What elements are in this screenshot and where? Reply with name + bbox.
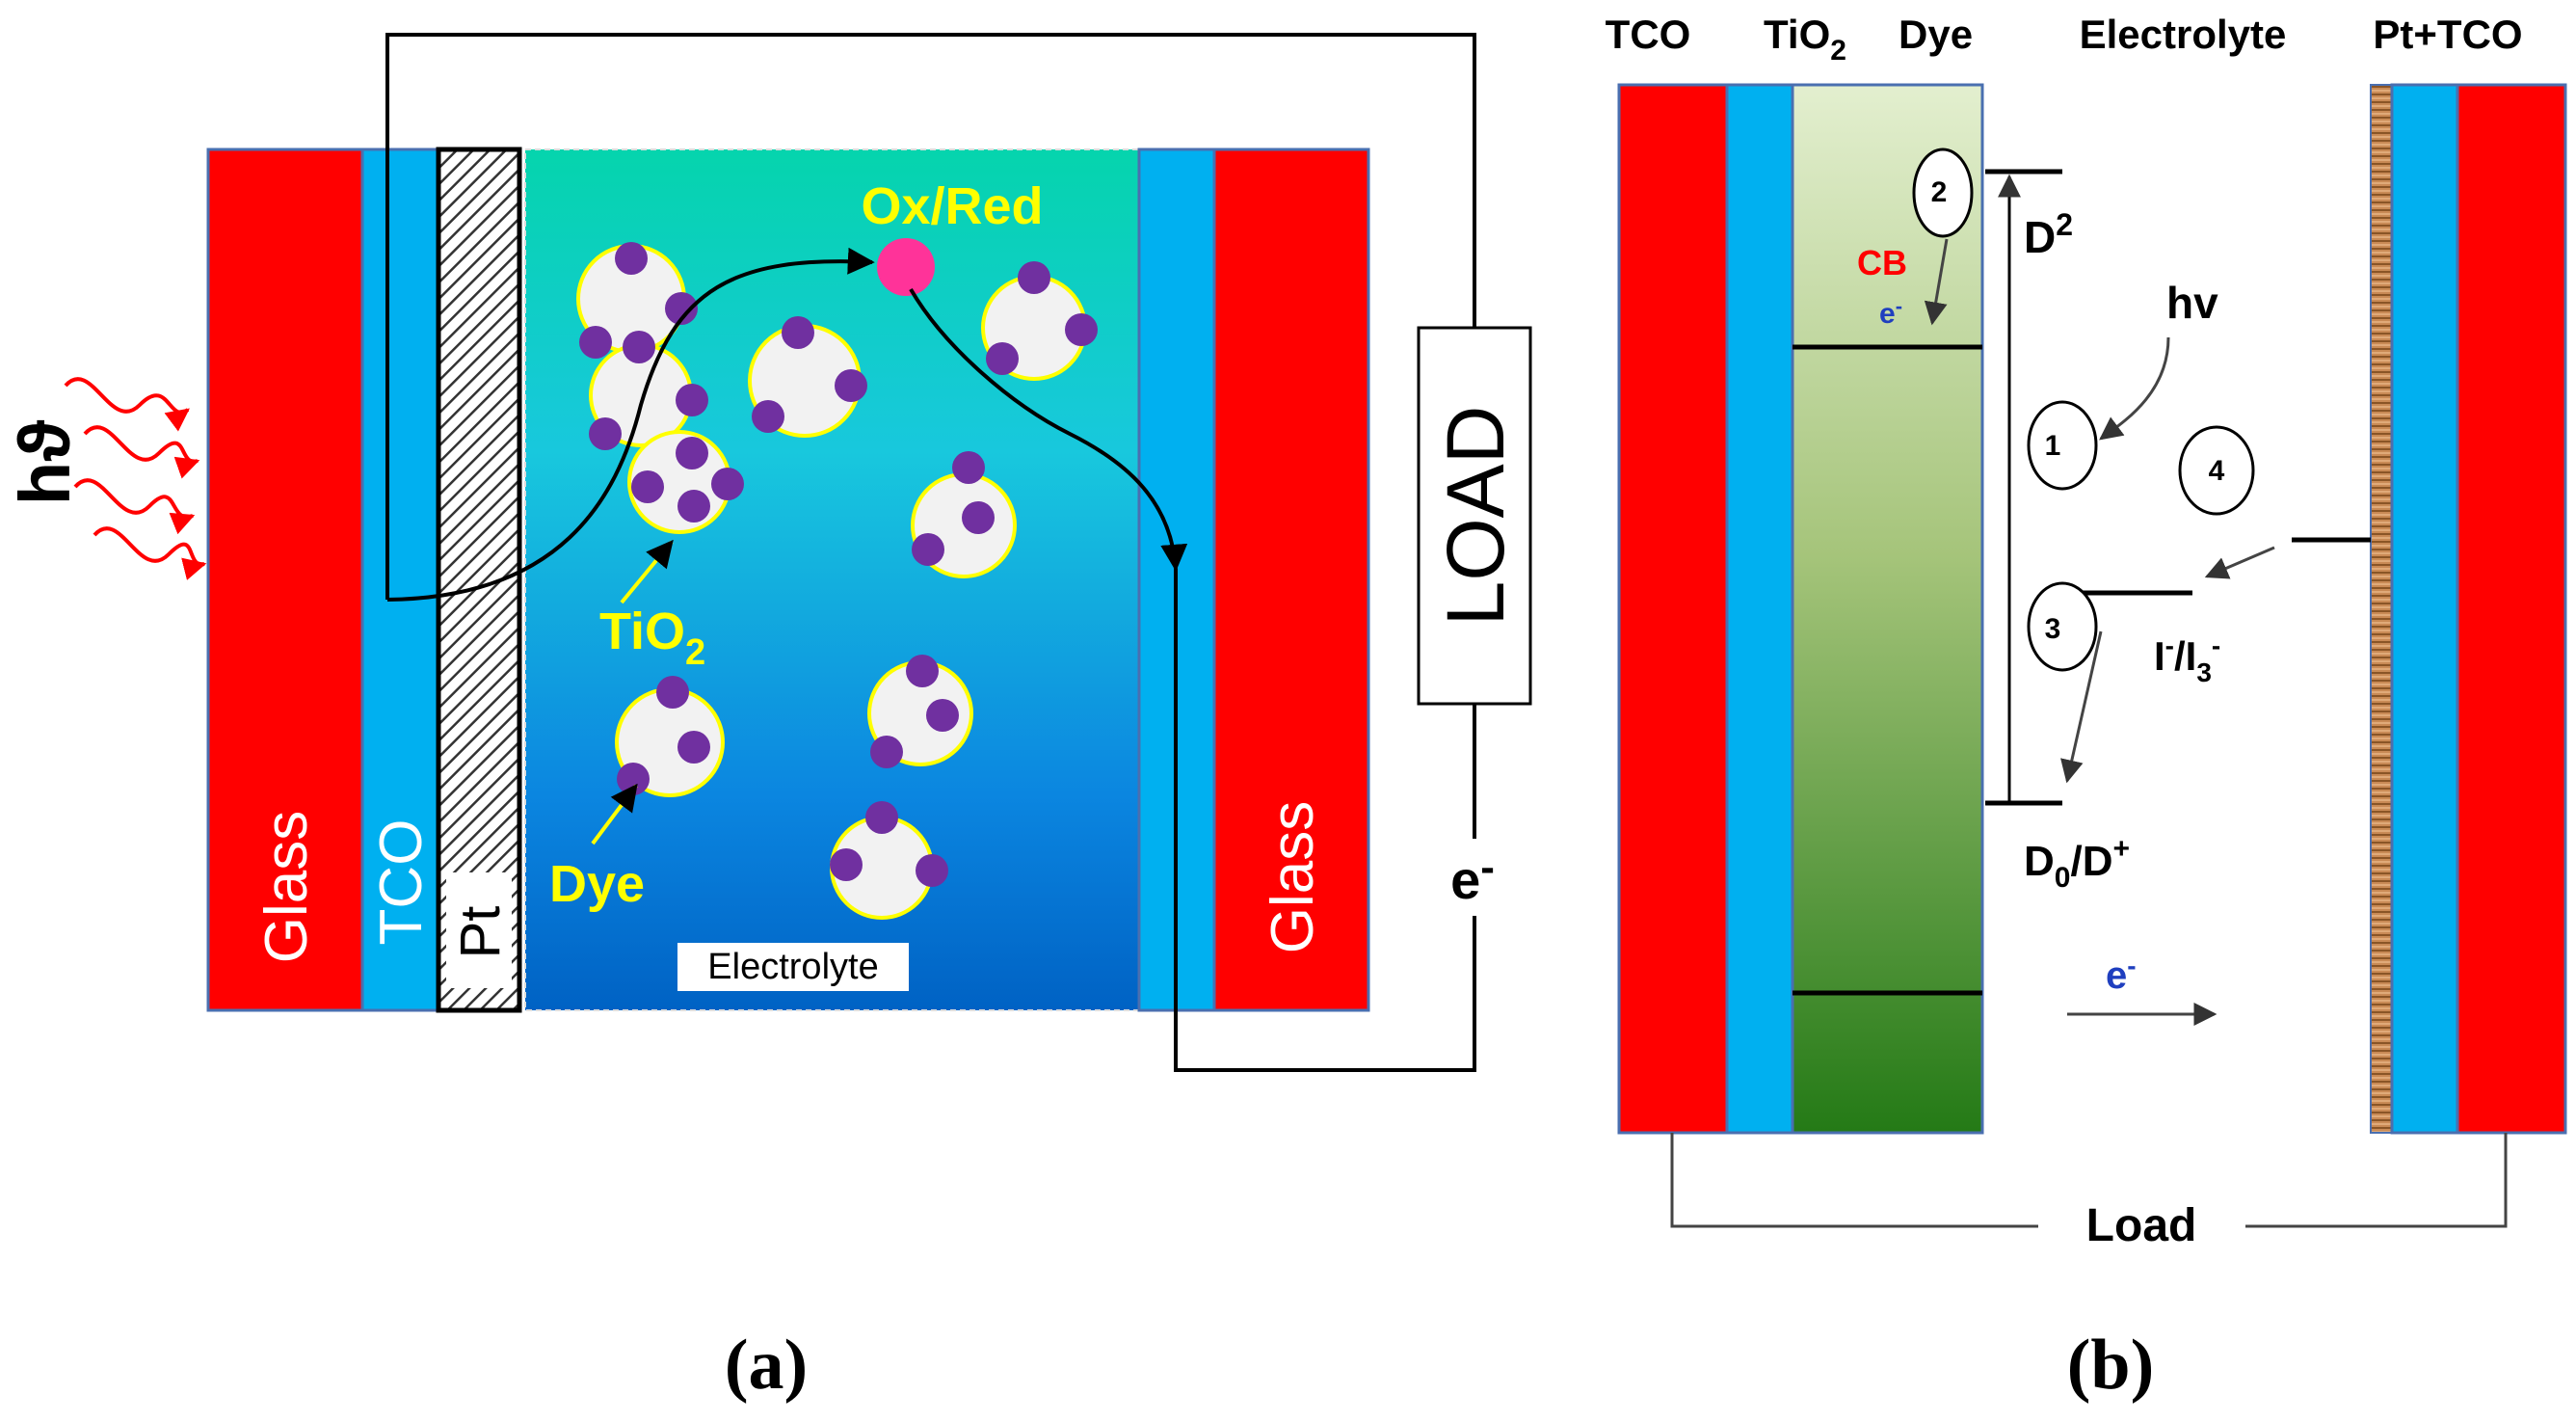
dye-dot <box>677 490 710 523</box>
load-circuit <box>1670 1133 2038 1228</box>
header-pt-tco: Pt+TCO <box>2373 12 2522 57</box>
load-box <box>1417 326 1532 706</box>
panel-b: TCO TiO2 Dye Electrolyte Pt+TCO CB e- D2… <box>1606 12 2567 1405</box>
step-oval <box>2027 581 2098 672</box>
step-oval <box>2178 425 2255 516</box>
tio2-label: TiO2 <box>599 603 705 673</box>
dye-dot <box>1065 313 1098 346</box>
header-electrolyte: Electrolyte <box>2080 12 2287 57</box>
ox-red-label: Ox/Red <box>861 177 1043 235</box>
dye-dot <box>870 736 903 768</box>
glass-left-label: Glass <box>253 811 320 963</box>
electrolyte-label: Electrolyte <box>707 947 878 987</box>
tio2-dye-layer <box>1791 83 1984 1135</box>
dye-dot <box>676 384 708 416</box>
dye-dot <box>962 501 995 534</box>
energy-levels <box>1985 169 2371 806</box>
tco-layer-b <box>1617 83 1729 1135</box>
load-label: LOAD <box>1430 406 1521 627</box>
dye-dot <box>912 533 944 566</box>
header-tco: TCO <box>1606 12 1691 57</box>
dye-dot <box>926 699 959 732</box>
dye-dot <box>752 400 784 433</box>
pt-label: Pt <box>449 906 512 959</box>
cb-electron-label: e- <box>1879 294 1902 330</box>
dye-callout: Dye <box>549 783 645 913</box>
dye-label: Dye <box>549 855 645 913</box>
dye-dot <box>711 468 744 500</box>
dye-dot <box>623 331 655 363</box>
step-3-label: 3 <box>2045 613 2061 645</box>
glass-left-layer <box>206 147 364 1012</box>
tio2-callout: TiO2 <box>599 539 705 673</box>
step-oval <box>2027 400 2098 491</box>
dye-dot <box>677 731 710 764</box>
dye-dot <box>631 470 664 503</box>
step-ovals <box>1912 147 2255 672</box>
tco-layer <box>360 147 439 1012</box>
header-tio2: TiO2 <box>1764 12 1846 67</box>
step-oval <box>1912 147 1974 238</box>
load-label-b: Load <box>2086 1200 2197 1251</box>
process-arrows <box>1924 238 2275 1026</box>
pt-layer-b <box>2370 84 2393 1134</box>
step-4-label: 4 <box>2209 455 2225 487</box>
caption-b: (b) <box>2067 1326 2154 1405</box>
external-circuit <box>385 33 1476 1072</box>
caption-a: (a) <box>725 1326 808 1405</box>
dye-dot <box>906 655 939 687</box>
dye-dot <box>952 451 985 484</box>
header-dye: Dye <box>1899 12 1973 57</box>
dye-dot <box>676 437 708 469</box>
glass-right-label: Glass <box>1260 801 1326 953</box>
dye-dot <box>835 369 867 402</box>
dye-molecules <box>579 242 1098 887</box>
dye-dot <box>656 676 689 709</box>
step-1-label: 1 <box>2045 430 2061 462</box>
electron-path <box>386 247 1188 602</box>
ox-red-particle <box>877 238 935 296</box>
electron-label: e- <box>1450 844 1495 910</box>
dye-dot <box>579 326 612 359</box>
blue-layer-right-b <box>2390 83 2459 1135</box>
electron-flow-label: e- <box>2106 951 2137 997</box>
d2-label: D2 <box>2024 207 2073 262</box>
blue-layer-b <box>1725 83 1794 1135</box>
dye-dot <box>615 242 648 275</box>
hv-label: hv <box>2166 278 2218 328</box>
panel-a: hϑ Glass TCO Pt Electrolyte Glass LOAD e… <box>5 33 1532 1405</box>
light-arrows <box>64 377 207 580</box>
tio2-particles <box>576 244 1087 920</box>
dye-dot <box>1018 261 1050 294</box>
dye-dot <box>665 292 698 325</box>
dye-dot <box>916 854 948 887</box>
tco-right-layer-b <box>2456 83 2567 1135</box>
dye-dot <box>865 801 898 834</box>
step-2-label: 2 <box>1931 176 1948 208</box>
light-label: hϑ <box>5 419 85 505</box>
dye-dot <box>782 316 814 349</box>
dye-dot <box>830 848 863 881</box>
glass-right-layer <box>1212 147 1370 1012</box>
d0-label: D0/D+ <box>2024 833 2130 894</box>
cb-label: CB <box>1857 243 1907 282</box>
dye-dot <box>589 417 622 450</box>
dye-dot <box>986 342 1019 375</box>
redox-label: I-/I3- <box>2154 630 2220 687</box>
tco-label: TCO <box>368 819 435 946</box>
electron-box <box>1434 839 1515 916</box>
